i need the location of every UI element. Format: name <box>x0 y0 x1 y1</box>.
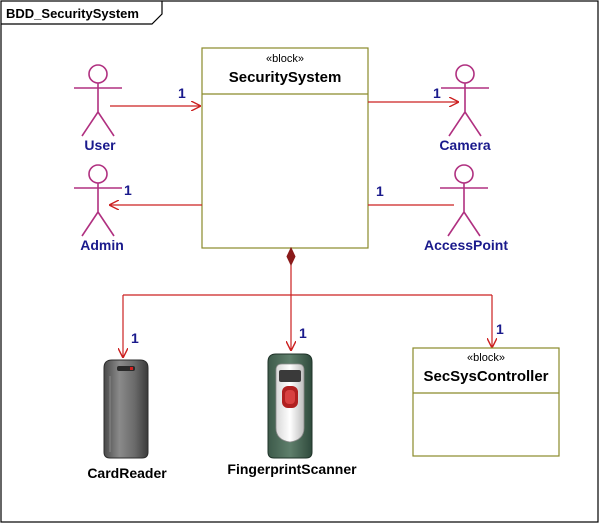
actor-admin-label: Admin <box>80 237 124 253</box>
mult-camera: 1 <box>433 85 441 101</box>
actor-camera-label: Camera <box>439 137 491 153</box>
mult-controller: 1 <box>496 321 504 337</box>
mult-card-reader: 1 <box>131 330 139 346</box>
fingerprint-scanner-image[interactable] <box>267 353 313 459</box>
controller-name: SecSysController <box>423 368 548 385</box>
composition-diamond <box>286 246 296 267</box>
actor-camera-icon[interactable] <box>441 64 489 137</box>
mult-admin: 1 <box>124 182 132 198</box>
secsys-controller-block[interactable]: «block» SecSysController <box>412 347 560 457</box>
block-name: SecuritySystem <box>229 69 342 86</box>
mult-accesspoint: 1 <box>376 183 384 199</box>
fingerprint-scanner-label: FingerprintScanner <box>227 461 357 477</box>
actor-accesspoint-icon[interactable] <box>440 164 488 237</box>
actor-user-icon[interactable] <box>74 64 122 137</box>
block-stereotype: «block» <box>266 53 304 65</box>
frame-title: BDD_SecuritySystem <box>6 6 139 21</box>
controller-stereotype: «block» <box>467 352 505 364</box>
mult-user: 1 <box>178 85 186 101</box>
mult-fingerprint-scanner: 1 <box>299 325 307 341</box>
actor-user-label: User <box>84 137 116 153</box>
actor-accesspoint-label: AccessPoint <box>424 237 508 253</box>
card-reader-image[interactable] <box>103 359 149 459</box>
card-reader-label: CardReader <box>87 465 167 481</box>
composition-lines[interactable] <box>123 265 492 357</box>
security-system-block[interactable]: «block» SecuritySystem <box>201 47 369 249</box>
actor-admin-icon[interactable] <box>74 164 122 237</box>
